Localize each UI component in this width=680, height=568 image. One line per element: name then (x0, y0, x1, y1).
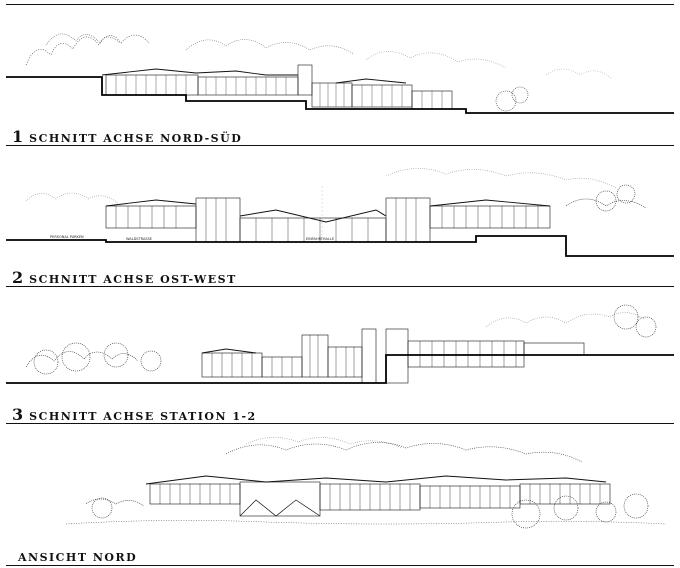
elevation-north-drawing (65, 437, 667, 529)
elevation-title: ANSICHT NORD (18, 551, 138, 564)
label-waldstrasse: WALDSTRASSE (126, 237, 153, 241)
section-3-number: 3 (12, 405, 24, 424)
label-einfahrthalle: EINFAHRTHALLE (306, 237, 335, 241)
section-2-title: SCHNITT ACHSE OST-WEST (29, 273, 237, 286)
section-1-title: SCHNITT ACHSE NORD-SÜD (29, 132, 243, 145)
section-3-title: SCHNITT ACHSE STATION 1-2 (29, 410, 257, 423)
section-1-caption: 1 SCHNITT ACHSE NORD-SÜD (12, 127, 242, 146)
section-2-number: 2 (12, 268, 24, 287)
section-3-drawing (6, 304, 674, 384)
section-panel-3: 3 SCHNITT ACHSE STATION 1-2 (6, 286, 674, 424)
section-3-caption: 3 SCHNITT ACHSE STATION 1-2 (12, 405, 257, 424)
section-1-drawing (6, 33, 674, 114)
section-2-drawing (6, 168, 674, 257)
section-1-number: 1 (12, 127, 24, 146)
section-panel-2: PERSONAL PARKEN WALDSTRASSE EINFAHRTHALL… (6, 145, 674, 287)
section-panel-1: 1 SCHNITT ACHSE NORD-SÜD (6, 4, 674, 146)
section-2-caption: 2 SCHNITT ACHSE OST-WEST (12, 268, 237, 287)
elevation-panel-north: ANSICHT NORD (6, 423, 674, 566)
elevation-caption: ANSICHT NORD (12, 546, 137, 565)
label-personal-parken: PERSONAL PARKEN (50, 235, 84, 239)
